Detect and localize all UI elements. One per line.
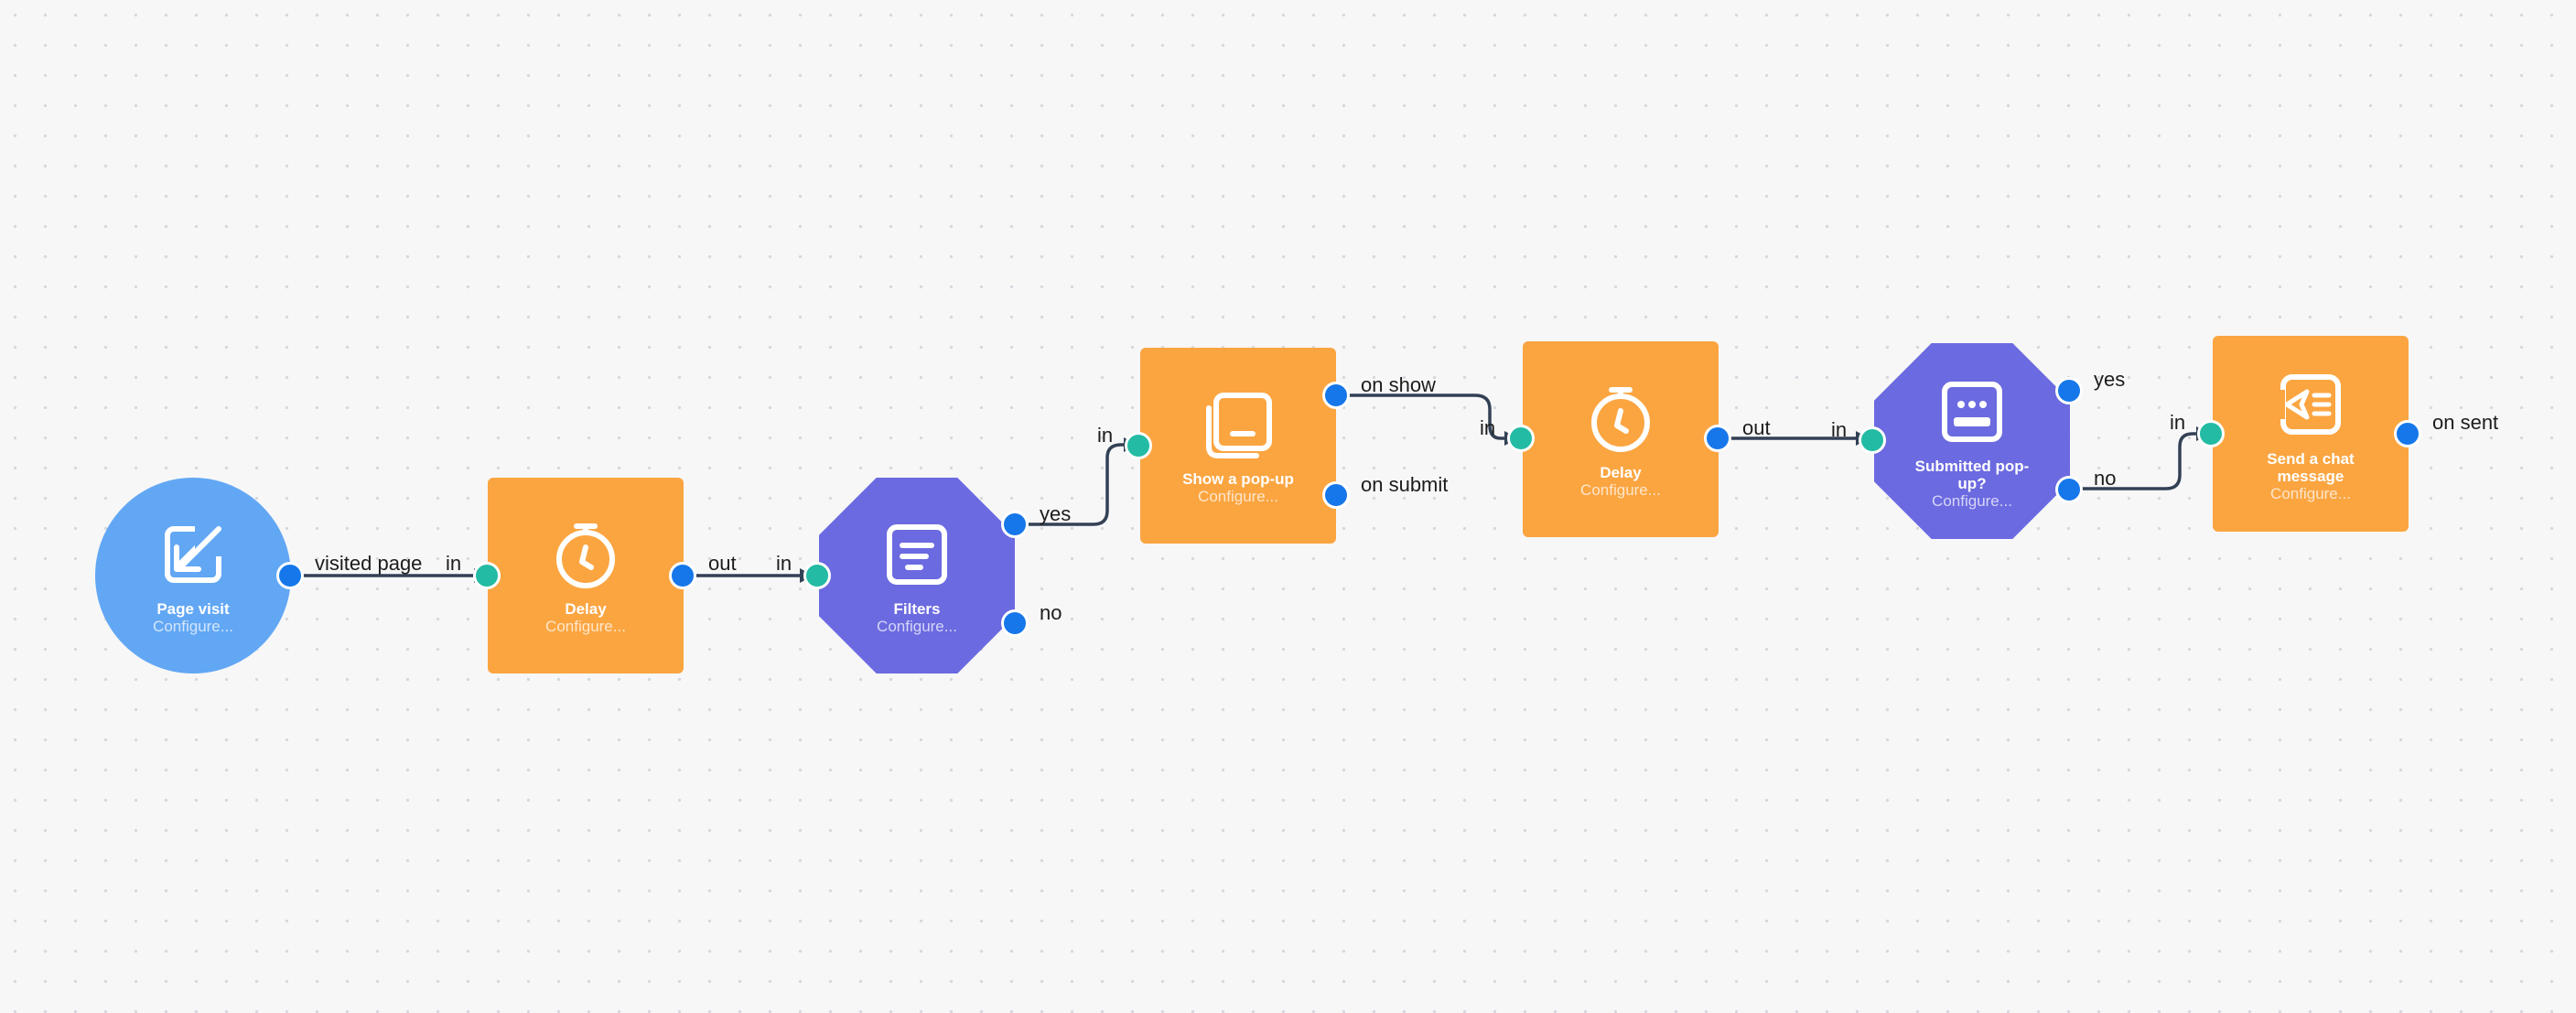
node-send-chat-message[interactable]: Send a chat message Configure... bbox=[2213, 336, 2409, 532]
node-subtitle: Configure... bbox=[1580, 481, 1661, 499]
port-label-visited-page: visited page bbox=[315, 552, 423, 575]
port-out[interactable] bbox=[669, 562, 696, 589]
port-label-no: no bbox=[1040, 601, 1062, 624]
node-title: Page visit bbox=[156, 600, 230, 618]
node-title: Show a pop-up bbox=[1182, 470, 1294, 488]
node-delay-1[interactable]: Delay Configure... bbox=[488, 478, 684, 674]
port-label-in: in bbox=[2170, 411, 2186, 434]
port-in[interactable] bbox=[473, 562, 501, 589]
node-subtitle: Configure... bbox=[1198, 488, 1278, 505]
port-no[interactable] bbox=[1001, 609, 1029, 637]
node-delay-2[interactable]: Delay Configure... bbox=[1523, 341, 1719, 537]
port-in[interactable] bbox=[2197, 420, 2225, 447]
port-in[interactable] bbox=[1859, 426, 1886, 454]
port-yes[interactable] bbox=[2055, 377, 2083, 404]
node-title: Delay bbox=[1600, 464, 1642, 481]
port-label-on-show: on show bbox=[1361, 373, 1436, 396]
port-label-in: in bbox=[1097, 424, 1114, 447]
edge-submitted-no-to-chat[interactable] bbox=[2070, 432, 2196, 490]
port-label-no: no bbox=[2094, 467, 2117, 490]
node-subtitle: Configure... bbox=[2270, 484, 2351, 502]
port-on-sent[interactable] bbox=[2394, 420, 2421, 447]
node-subtitle: Configure... bbox=[545, 618, 626, 635]
port-label-on-submit: on submit bbox=[1361, 473, 1449, 496]
send-message-icon bbox=[2272, 366, 2349, 443]
arrow-down-left-icon bbox=[155, 516, 232, 593]
port-on-show[interactable] bbox=[1322, 382, 1350, 409]
node-subtitle: Configure... bbox=[1932, 491, 2012, 510]
filter-list-icon bbox=[878, 516, 955, 593]
node-subtitle: Configure... bbox=[877, 618, 957, 635]
node-show-popup[interactable]: Show a pop-up Configure... bbox=[1140, 348, 1336, 544]
port-in[interactable] bbox=[1125, 432, 1152, 459]
node-page-visit[interactable]: Page visit Configure... bbox=[95, 478, 291, 674]
node-title: Delay bbox=[565, 600, 607, 618]
node-filters[interactable]: Filters Configure... bbox=[819, 478, 1015, 674]
port-no[interactable] bbox=[2055, 476, 2083, 503]
form-check-icon bbox=[1934, 373, 2010, 450]
popup-window-icon bbox=[1200, 386, 1277, 463]
port-label-yes: yes bbox=[2094, 368, 2126, 391]
stopwatch-icon bbox=[1582, 380, 1659, 457]
port-label-in: in bbox=[1480, 416, 1496, 439]
port-yes[interactable] bbox=[1001, 511, 1029, 538]
node-subtitle: Configure... bbox=[153, 618, 233, 635]
port-label-in: in bbox=[1831, 418, 1848, 441]
port-label-on-sent: on sent bbox=[2432, 411, 2499, 434]
node-title: Submitted pop-up? bbox=[1914, 457, 2030, 492]
port-label-out: out bbox=[1742, 416, 1771, 439]
node-submitted-popup[interactable]: Submitted pop-up? Configure... bbox=[1874, 343, 2070, 539]
port-visited-page[interactable] bbox=[276, 562, 304, 589]
port-in[interactable] bbox=[1507, 425, 1535, 452]
port-label-in: in bbox=[776, 552, 792, 575]
port-label-in: in bbox=[446, 552, 462, 575]
stopwatch-icon bbox=[547, 516, 624, 593]
port-label-yes: yes bbox=[1040, 502, 1072, 525]
node-title: Filters bbox=[893, 600, 941, 618]
port-on-submit[interactable] bbox=[1322, 481, 1350, 509]
port-in[interactable] bbox=[803, 562, 831, 589]
port-label-out: out bbox=[708, 552, 737, 575]
port-out[interactable] bbox=[1704, 425, 1731, 452]
node-title: Send a chat message bbox=[2267, 449, 2355, 485]
